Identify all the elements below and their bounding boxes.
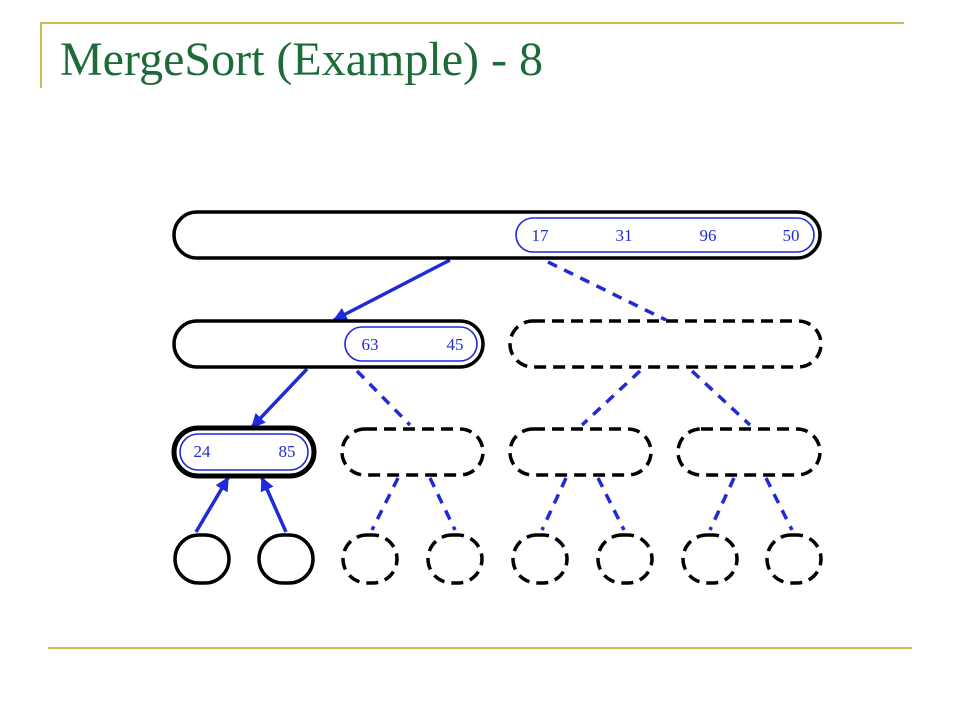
level1-left-value-2: 45 — [447, 335, 464, 354]
level1-left-node-outline — [172, 319, 485, 369]
level2-current-values-capsule — [179, 433, 309, 471]
edge-leaf1-to-current-arrow — [194, 476, 230, 533]
leaf-node-3 — [341, 533, 399, 585]
root-values-capsule — [515, 217, 815, 253]
leaf-node-7 — [681, 533, 739, 585]
root-node-outline — [172, 210, 822, 260]
edge-root-to-right — [547, 260, 667, 322]
level2-node-3 — [508, 427, 653, 477]
level2-current-node-outline — [171, 425, 317, 479]
bottom-horizontal-rule — [48, 647, 912, 649]
edge-l2c-to-leaf5 — [540, 477, 568, 531]
edge-l2b-to-leaf3 — [370, 477, 400, 531]
level2-node-2 — [340, 427, 485, 477]
edge-right-to-leftchild — [580, 369, 642, 427]
leaf-node-8 — [765, 533, 823, 585]
level2-node-4 — [676, 427, 822, 477]
root-value-3: 96 — [700, 226, 717, 245]
root-value-2: 31 — [616, 226, 633, 245]
edge-l2c-to-leaf6 — [596, 477, 626, 531]
edge-l2d-to-leaf7 — [708, 477, 736, 531]
edge-root-to-left-arrow — [332, 258, 451, 322]
tree-edges — [194, 258, 794, 533]
level1-right-node — [508, 319, 823, 369]
leaf-node-1 — [173, 533, 231, 585]
level2-current-node: 24 85 — [171, 425, 317, 479]
root-value-4: 50 — [783, 226, 800, 245]
root-node: 17 31 96 50 — [172, 210, 822, 260]
edge-leaf2-to-current-arrow — [260, 476, 288, 533]
level1-left-value-1: 63 — [362, 335, 379, 354]
edge-l2b-to-leaf4 — [428, 477, 457, 531]
leaf-node-2 — [257, 533, 315, 585]
root-value-1: 17 — [532, 226, 550, 245]
edge-left-to-leftchild-arrow — [250, 367, 309, 429]
top-horizontal-rule — [40, 22, 904, 24]
edge-right-to-rightchild — [690, 369, 752, 427]
level1-left-node: 63 45 — [172, 319, 485, 369]
top-left-vertical-rule — [40, 22, 42, 88]
level1-left-values-capsule — [344, 326, 478, 362]
leaf-node-6 — [596, 533, 654, 585]
edge-left-to-rightchild — [355, 369, 412, 427]
leaf-node-5 — [511, 533, 569, 585]
leaf-nodes — [173, 533, 823, 585]
level2-current-value-1: 24 — [194, 442, 212, 461]
edge-l2d-to-leaf8 — [764, 477, 794, 531]
leaf-node-4 — [426, 533, 484, 585]
slide-title: MergeSort (Example) - 8 — [60, 33, 543, 86]
level2-current-value-2: 85 — [279, 442, 296, 461]
